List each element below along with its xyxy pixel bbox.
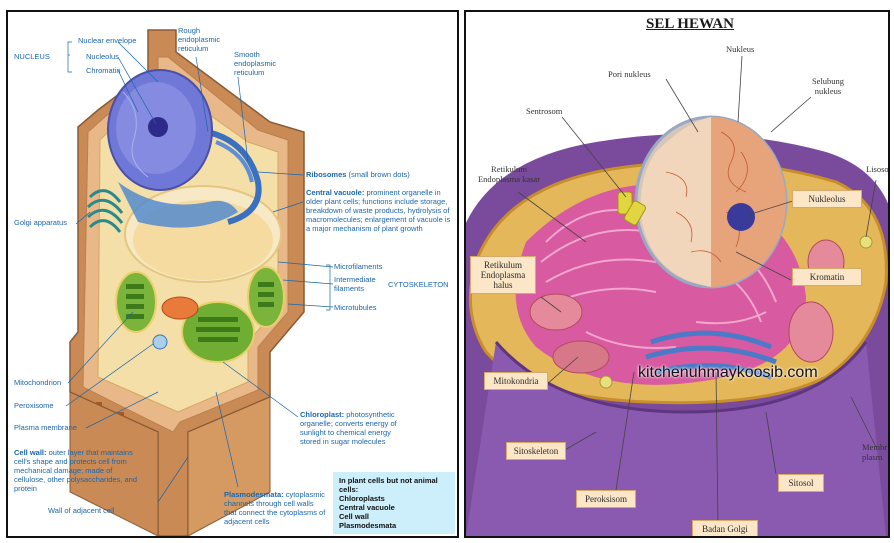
- plant-only-title: In plant cells but not animal cells:: [339, 476, 449, 494]
- wall-adjacent-label: Wall of adjacent cell: [48, 506, 114, 515]
- nucleolus-label: Nucleolus: [86, 52, 119, 61]
- ribosomes-label: Ribosomes (small brown dots): [306, 170, 456, 179]
- chloroplast-label: Chloroplast: photosynthetic organelle; c…: [300, 410, 410, 446]
- kromatin-tag: Kromatin: [792, 268, 862, 286]
- mitochondrion-label: Mitochondrion: [14, 378, 61, 387]
- chromatin-label: Chromatin: [86, 66, 121, 75]
- sitosol-tag: Sitosol: [778, 474, 824, 492]
- nukleus-label: Nukleus: [726, 44, 754, 54]
- plant-only-box: In plant cells but not animal cells: Chl…: [333, 472, 455, 534]
- badan-golgi-tag: Badan Golgi: [692, 520, 758, 538]
- animal-cell-panel: SEL HEWAN Nukleus Pori nukleus Selubung …: [464, 10, 890, 538]
- microfilaments-label: Microfilaments: [334, 262, 382, 271]
- plant-only-item: Chloroplasts: [339, 494, 449, 503]
- microtubules-label: Microtubules: [334, 303, 377, 312]
- plant-only-item: Cell wall: [339, 512, 449, 521]
- pori-nukleus-label: Pori nukleus: [608, 69, 651, 79]
- plasmodesmata-label: Plasmodesmata: cytoplasmic channels thro…: [224, 490, 328, 526]
- intermediate-filaments-label: Intermediate filaments: [334, 275, 394, 293]
- plant-only-item: Central vacuole: [339, 503, 449, 512]
- rough-er-label: Rough endoplasmic reticulum: [178, 26, 242, 53]
- sitoskeleton-tag: Sitoskeleton: [506, 442, 566, 460]
- central-vacuole-name: Central vacuole:: [306, 188, 364, 197]
- cell-wall-label: Cell wall: outer layer that maintains ce…: [14, 448, 144, 493]
- sentrosom-label: Sentrosom: [526, 106, 562, 116]
- re-kasar-label: Retikulum Endoplasma kasar: [470, 164, 548, 184]
- nukleolus-tag: Nukleolus: [792, 190, 862, 208]
- smooth-er-label: Smooth endoplasmic reticulum: [234, 50, 290, 77]
- mitokondria-tag: Mitokondria: [484, 372, 548, 390]
- plant-cell-panel: NUCLEUS Nuclear envelope Nucleolus Chrom…: [6, 10, 459, 538]
- cell-wall-name: Cell wall:: [14, 448, 47, 457]
- chloroplast-name: Chloroplast:: [300, 410, 344, 419]
- cytoskeleton-group-label: CYTOSKELETON: [388, 280, 449, 289]
- selubung-nukleus-label: Selubung nukleus: [802, 76, 854, 96]
- nucleus-group-label: NUCLEUS: [14, 52, 50, 61]
- plasmodesmata-name: Plasmodesmata:: [224, 490, 284, 499]
- ribosomes-desc: (small brown dots): [349, 170, 410, 179]
- lisosom-label: Lisoson: [866, 164, 890, 174]
- peroksisom-tag: Peroksisom: [576, 490, 636, 508]
- plasma-membrane-label: Plasma membrane: [14, 423, 77, 432]
- central-vacuole-label: Central vacuole: prominent organelle in …: [306, 188, 454, 233]
- membran-label: Membr plasm: [862, 442, 890, 462]
- watermark: kitchenuhmaykoosib.com: [638, 364, 818, 382]
- peroxisome-label: Peroxisome: [14, 401, 54, 410]
- plant-only-item: Plasmodesmata: [339, 521, 449, 530]
- nuclear-envelope-label: Nuclear envelope: [78, 36, 136, 45]
- re-halus-tag: Retikulum Endoplasma halus: [470, 256, 536, 294]
- ribosomes-name: Ribosomes: [306, 170, 346, 179]
- animal-cell-title: SEL HEWAN: [646, 16, 734, 33]
- golgi-label: Golgi apparatus: [14, 218, 67, 227]
